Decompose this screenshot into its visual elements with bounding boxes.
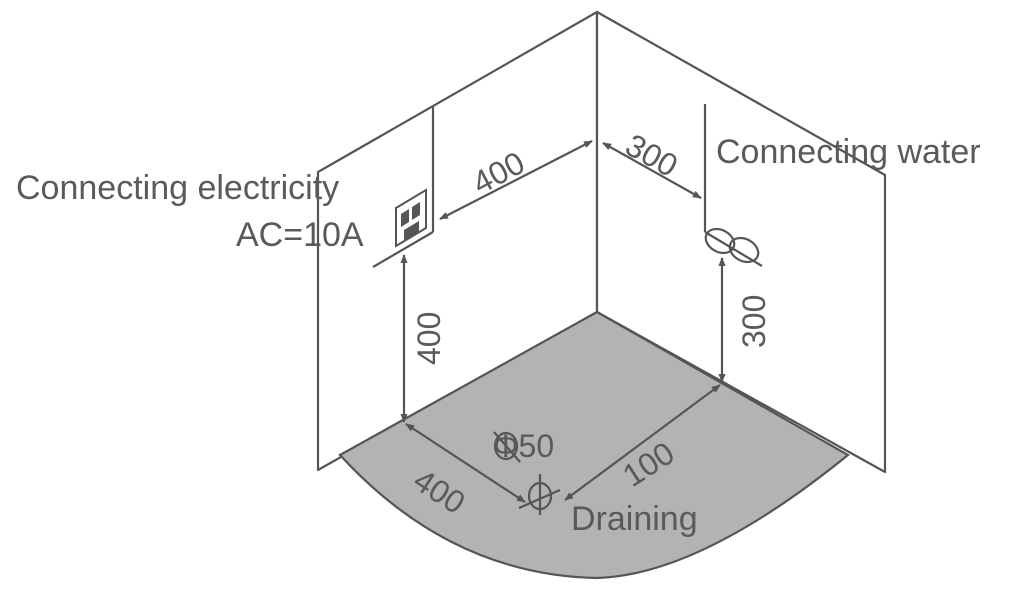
right-wall [595, 10, 887, 474]
water-label: Connecting water [716, 133, 981, 171]
water-valve-icon [704, 227, 763, 267]
dim-drain-pipe: Φ50 [493, 428, 554, 464]
socket-icon [395, 188, 427, 248]
current-label: AC=10A [236, 216, 364, 254]
dim-drain-left-arrow [405, 423, 526, 503]
dim-drain-right-arrow [564, 384, 721, 501]
draining-label: Draining [571, 500, 698, 538]
dim-water-horizontal-arrow [602, 142, 702, 199]
dim-elec-horizontal-arrow [439, 140, 593, 220]
electricity-label: Connecting electricity [16, 169, 339, 207]
dim-water-height: 300 [736, 295, 772, 348]
drain-icon [518, 474, 561, 515]
dim-elec-height: 400 [411, 312, 447, 365]
electricity-level-line [372, 231, 434, 268]
